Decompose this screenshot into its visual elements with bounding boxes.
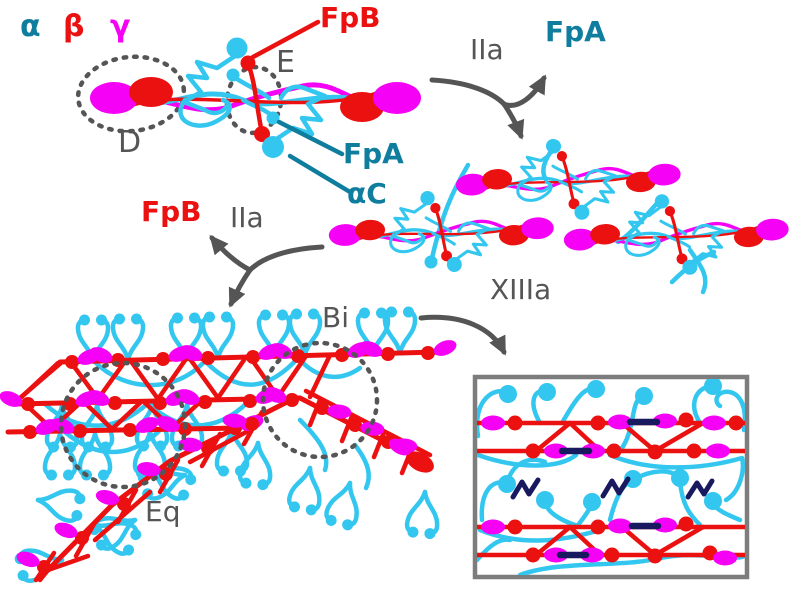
alpha-alpha-crosslinks (510, 476, 715, 500)
label-beta-chain: β (63, 9, 85, 44)
thrombin-arrow-fpa-release (429, 74, 547, 140)
label-alpha-c: αC (347, 177, 387, 210)
alpha-c-pointer-line (287, 153, 353, 195)
inset-zoom-arrow (418, 314, 507, 356)
fibrin-network (0, 307, 459, 584)
fibrinogen-molecule (75, 19, 421, 195)
label-gamma-chain: γ (110, 9, 131, 44)
gamma-gamma-crosslinks (556, 418, 662, 559)
label-fpa-released: FpA (545, 15, 606, 48)
label-thrombin-iia-2: IIa (230, 201, 264, 234)
label-alpha-chain: α (20, 9, 41, 44)
label-e-domain: E (276, 45, 295, 80)
protofibril (325, 130, 793, 295)
label-d-domain: D (118, 125, 142, 160)
crosslink-inset-content (477, 379, 745, 575)
label-fpb-released: FpB (141, 195, 202, 228)
crosslink-inset-box (472, 374, 750, 580)
thrombin-arrow-fpb-release (209, 234, 325, 308)
network-alpha-c-chains (14, 307, 440, 583)
label-xiiia: XIIIa (490, 273, 552, 306)
label-fpa: FpA (343, 137, 404, 170)
network-dd-motifs (0, 337, 459, 584)
label-bilateral-junction: Bi (322, 301, 349, 334)
label-thrombin-iia-1: IIa (470, 33, 504, 66)
bilateral-junction-outline (260, 340, 380, 460)
equilateral-junction-outline (58, 360, 188, 490)
d-domain-outline (75, 54, 187, 134)
fpb-pointer-line (250, 19, 321, 60)
label-fpb: FpB (320, 1, 381, 34)
fpa-pointer-line (276, 119, 345, 157)
label-equilateral-junction: Eq (145, 495, 181, 528)
